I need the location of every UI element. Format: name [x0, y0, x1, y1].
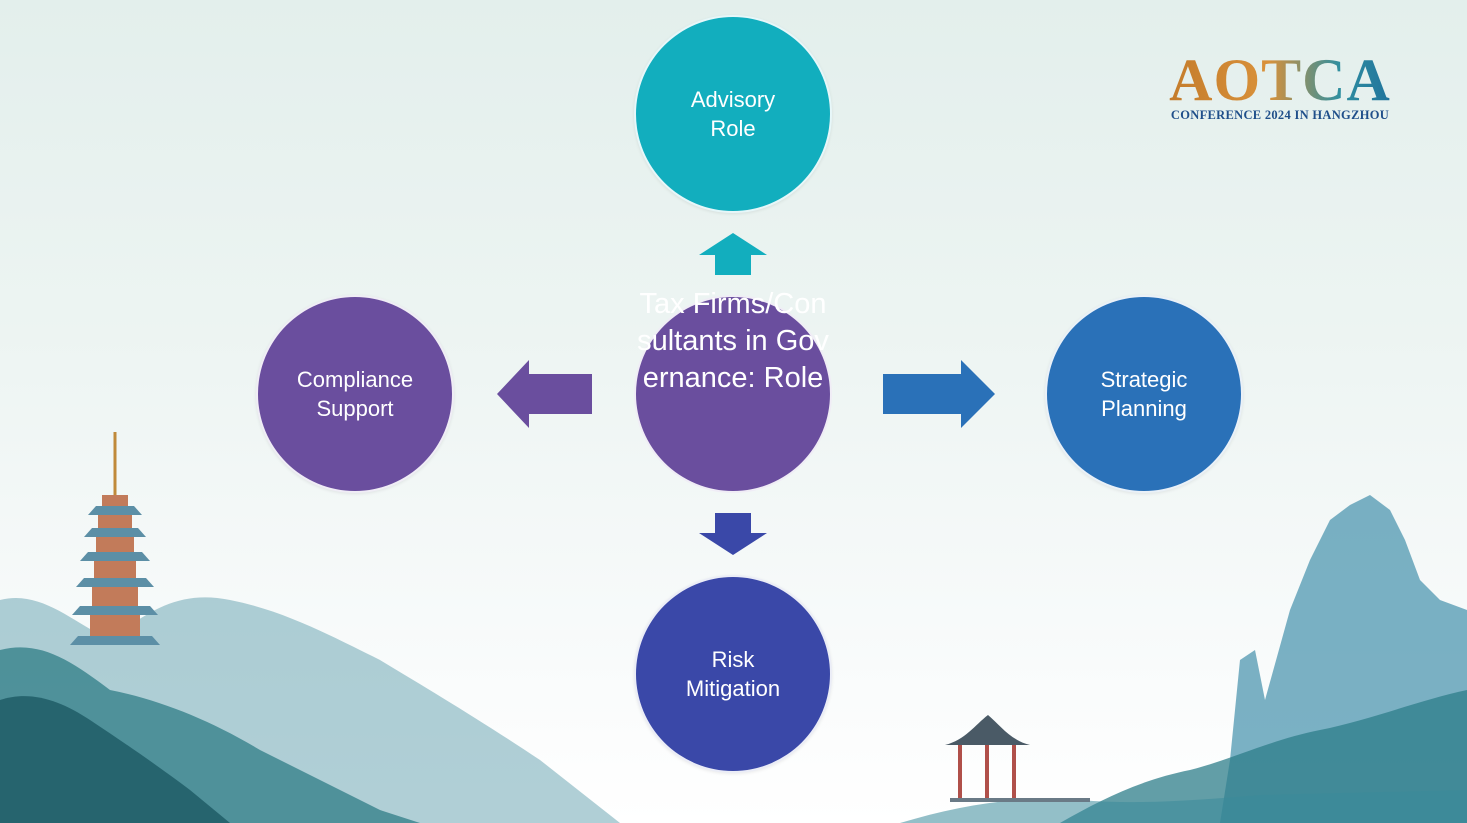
node-label: Advisory Role: [690, 87, 776, 141]
arrow-right-icon: [883, 360, 995, 428]
node-compliance-support: Compliance Support: [256, 295, 454, 493]
arrow-up-icon: [699, 233, 767, 275]
node-label: Strategic Planning: [1100, 367, 1188, 421]
node-advisory-role: Advisory Role: [634, 15, 832, 213]
logo-subtitle: CONFERENCE 2024 IN HANGZHOU: [1170, 108, 1390, 122]
right-shore: [900, 790, 1467, 823]
arrow-left-icon: [497, 360, 592, 428]
node-label: Risk Mitigation: [685, 647, 781, 701]
center-node-label: Tax Firms/Consultants in Governance: Rol…: [637, 288, 829, 394]
pavilion-icon: [945, 715, 1090, 802]
center-node: [634, 295, 832, 493]
left-trees: [0, 696, 230, 823]
node-label: Compliance Support: [296, 367, 414, 421]
aotca-logo: AOTCA CONFERENCE 2024 IN HANGZHOU: [1160, 50, 1400, 123]
node-strategic-planning: Strategic Planning: [1045, 295, 1243, 493]
arrow-down-icon: [699, 513, 767, 555]
node-risk-mitigation: Risk Mitigation: [634, 575, 832, 773]
logo-title: AOTCA: [1160, 50, 1400, 110]
pagoda-icon: [70, 432, 160, 645]
right-mountains-front: [1060, 690, 1467, 823]
